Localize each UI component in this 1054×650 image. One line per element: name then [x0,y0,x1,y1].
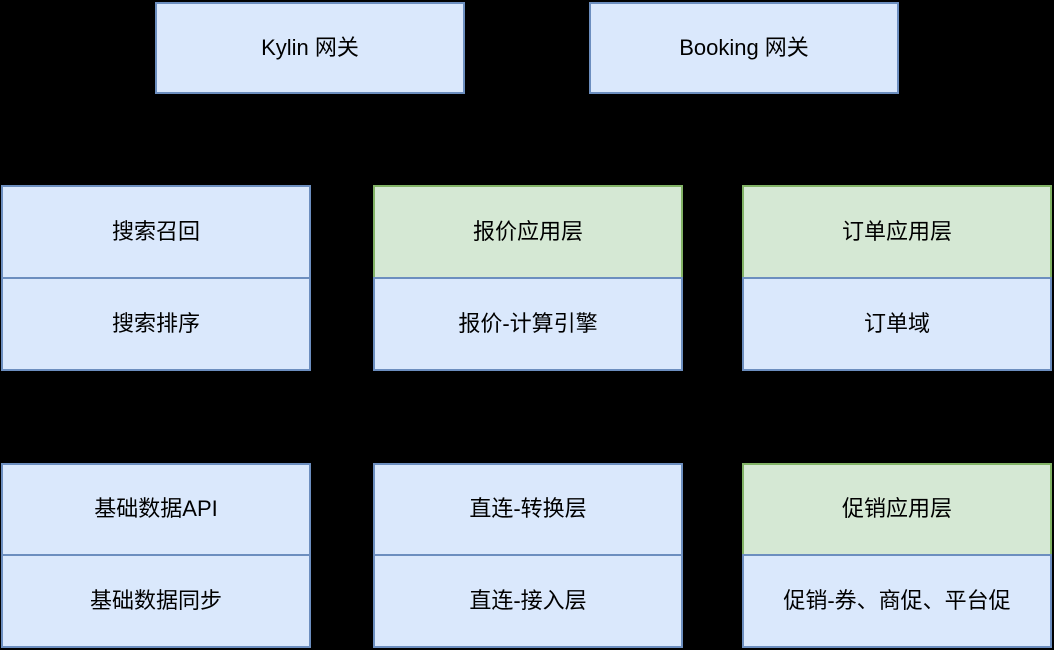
node-search-ranking[interactable]: 搜索排序 [1,277,311,371]
node-direct-transform-layer[interactable]: 直连-转换层 [373,463,683,556]
node-order-domain[interactable]: 订单域 [742,277,1052,371]
node-promotion-detail[interactable]: 促销-券、商促、平台促 [742,554,1052,648]
node-order-app-layer[interactable]: 订单应用层 [742,185,1052,279]
node-kylin-gateway[interactable]: Kylin 网关 [155,2,465,94]
node-quote-app-layer[interactable]: 报价应用层 [373,185,683,279]
node-direct-access-layer[interactable]: 直连-接入层 [373,554,683,648]
node-promotion-app-layer[interactable]: 促销应用层 [742,463,1052,556]
node-booking-gateway[interactable]: Booking 网关 [589,2,899,94]
node-quote-calc-engine[interactable]: 报价-计算引擎 [373,277,683,371]
node-base-data-sync[interactable]: 基础数据同步 [1,554,311,648]
node-search-recall[interactable]: 搜索召回 [1,185,311,279]
node-base-data-api[interactable]: 基础数据API [1,463,311,556]
